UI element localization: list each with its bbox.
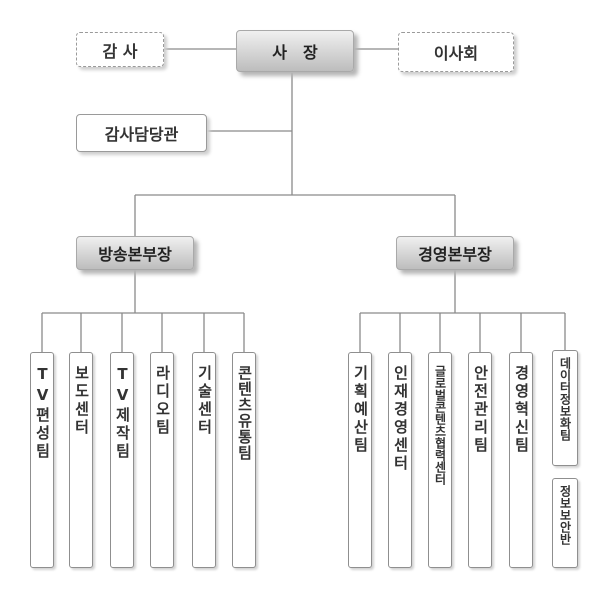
board-box: 이사회 bbox=[398, 32, 514, 72]
audit-officer-label: 감사담당관 bbox=[104, 125, 179, 144]
team-label: 경영혁신팀 bbox=[512, 365, 531, 455]
data-team-label: 데이터정보화팀 bbox=[558, 357, 572, 441]
team-box: TV제작팀 bbox=[110, 352, 134, 568]
team-label: 라디오팀 bbox=[153, 365, 172, 437]
team-label: TV제작팀 bbox=[113, 365, 132, 461]
management-division-label: 경영본부장 bbox=[418, 245, 492, 264]
team-box: 경영혁신팀 bbox=[509, 352, 533, 568]
team-box: 콘텐츠유통팀 bbox=[232, 352, 256, 568]
team-label: 콘텐츠유통팀 bbox=[235, 365, 254, 461]
president-box: 사 장 bbox=[236, 30, 354, 72]
team-label: 인재경영센터 bbox=[391, 365, 410, 473]
team-label: 보도센터 bbox=[72, 365, 91, 437]
team-box: 보도센터 bbox=[69, 352, 93, 568]
team-box: 안전관리팀 bbox=[468, 352, 492, 568]
team-label: TV편성팀 bbox=[33, 365, 52, 461]
team-label: 글로벌콘텐츠협력센터 bbox=[433, 365, 447, 485]
team-label: 기획예산팀 bbox=[351, 365, 370, 455]
team-box: 기술센터 bbox=[192, 352, 216, 568]
security-unit-box: 정보보안반 bbox=[552, 478, 578, 568]
data-team-box: 데이터정보화팀 bbox=[552, 350, 578, 466]
board-label: 이사회 bbox=[433, 44, 479, 63]
audit-box: 감 사 bbox=[76, 32, 164, 67]
audit-label: 감 사 bbox=[102, 41, 138, 61]
team-box: 라디오팀 bbox=[150, 352, 174, 568]
broadcast-division-box: 방송본부장 bbox=[76, 236, 194, 270]
team-box: 글로벌콘텐츠협력센터 bbox=[428, 352, 452, 568]
team-box: 기획예산팀 bbox=[348, 352, 372, 568]
president-label: 사 장 bbox=[272, 43, 318, 62]
security-unit-label: 정보보안반 bbox=[558, 485, 572, 545]
broadcast-division-label: 방송본부장 bbox=[98, 245, 172, 264]
team-label: 안전관리팀 bbox=[471, 365, 490, 455]
audit-officer-box: 감사담당관 bbox=[76, 114, 207, 152]
team-label: 기술센터 bbox=[195, 365, 214, 437]
management-division-box: 경영본부장 bbox=[396, 236, 514, 270]
team-box: TV편성팀 bbox=[30, 352, 54, 568]
team-box: 인재경영센터 bbox=[388, 352, 412, 568]
